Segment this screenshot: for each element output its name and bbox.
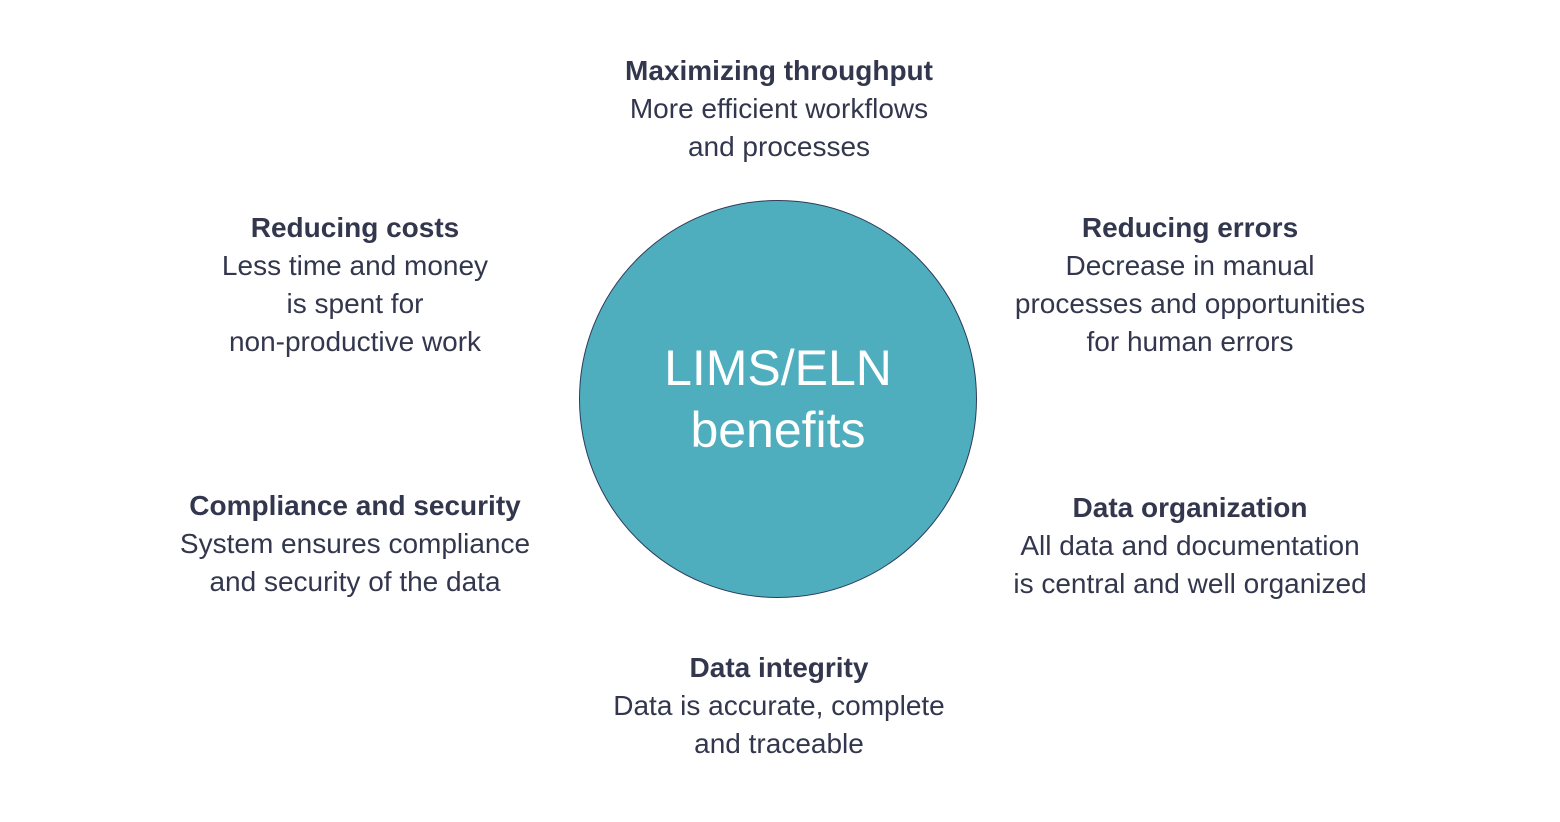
center-title-line2: benefits — [690, 402, 866, 458]
benefit-reducing-costs: Reducing costs Less time and money is sp… — [125, 209, 585, 361]
benefit-maximizing-throughput: Maximizing throughput More efficient wor… — [549, 52, 1009, 166]
benefit-description: Data is accurate, complete and traceable — [613, 690, 945, 759]
benefit-data-organization: Data organization All data and documenta… — [960, 489, 1420, 603]
center-circle: LIMS/ELN benefits — [579, 200, 977, 598]
benefit-title: Reducing errors — [1081, 212, 1299, 243]
benefit-title: Data integrity — [689, 652, 869, 683]
benefit-title: Data organization — [1072, 492, 1308, 523]
benefit-title: Reducing costs — [250, 212, 460, 243]
benefit-reducing-errors: Reducing errors Decrease in manual proce… — [960, 209, 1420, 361]
benefit-description: Decrease in manual processes and opportu… — [1014, 250, 1366, 357]
center-title-line1: LIMS/ELN — [664, 340, 892, 396]
benefit-description: System ensures compliance and security o… — [179, 528, 531, 597]
benefit-description: All data and documentation is central an… — [1013, 530, 1367, 599]
benefit-description: More efficient workflows and processes — [629, 93, 929, 162]
benefit-compliance-security: Compliance and security System ensures c… — [125, 487, 585, 601]
benefit-data-integrity: Data integrity Data is accurate, complet… — [549, 649, 1009, 763]
benefit-title: Compliance and security — [189, 490, 521, 521]
benefit-description: Less time and money is spent for non-pro… — [221, 250, 489, 357]
benefit-title: Maximizing throughput — [625, 55, 933, 86]
